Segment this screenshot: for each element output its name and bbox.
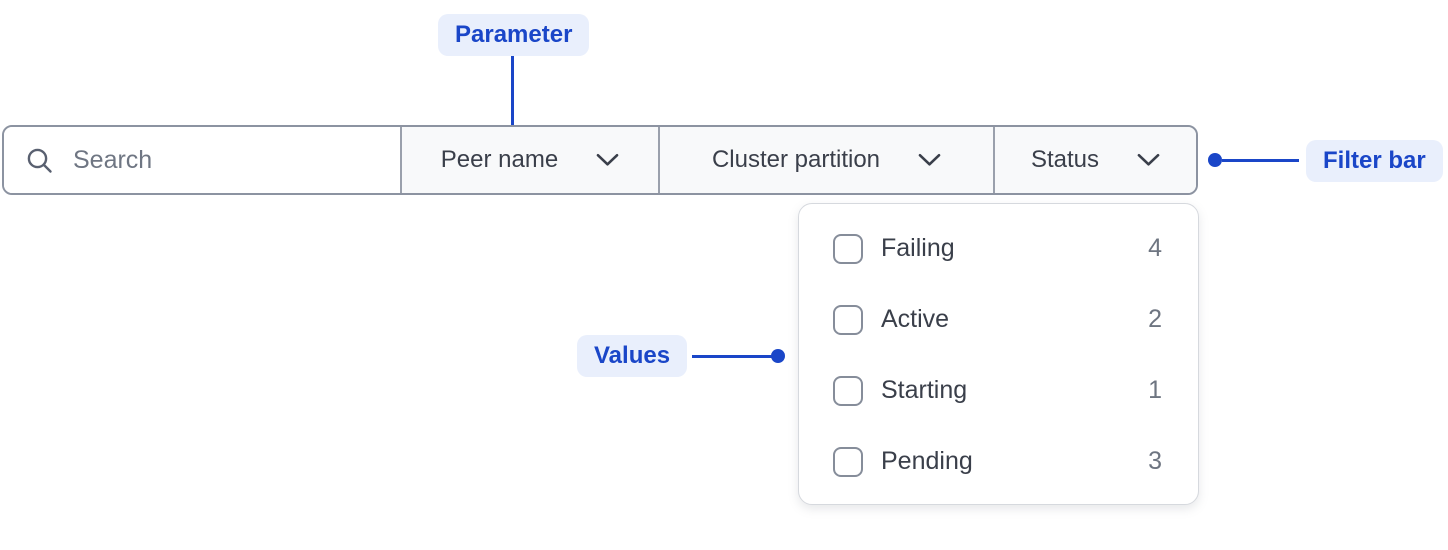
filter-bar-annotation-badge: Filter bar	[1306, 140, 1443, 182]
option-count: 1	[1148, 376, 1162, 404]
option-count: 4	[1148, 234, 1162, 262]
dropdown-option-failing[interactable]: Failing 4	[833, 213, 1162, 284]
dropdown-status-label: Status	[1030, 146, 1100, 173]
chevron-down-icon	[596, 153, 619, 166]
checkbox[interactable]	[833, 304, 863, 335]
parameter-connector-line	[511, 56, 514, 141]
values-connector-line	[692, 355, 772, 358]
option-count: 2	[1148, 305, 1162, 333]
filter-bar: Peer name Cluster partition Status	[2, 125, 1198, 195]
dropdown-peer-name[interactable]: Peer name	[400, 127, 658, 193]
chevron-down-icon	[918, 153, 941, 166]
option-label: Failing	[881, 234, 955, 262]
dropdown-peer-name-label: Peer name	[440, 146, 559, 173]
option-label: Starting	[881, 376, 968, 404]
checkbox[interactable]	[833, 375, 863, 406]
option-label: Pending	[881, 447, 973, 475]
dropdown-option-active[interactable]: Active 2	[833, 284, 1162, 355]
checkbox[interactable]	[833, 446, 863, 477]
values-annotation-badge: Values	[577, 335, 688, 377]
option-label: Active	[881, 305, 950, 333]
dropdown-status[interactable]: Status	[993, 127, 1196, 193]
filter-bar-connector-line	[1222, 159, 1299, 162]
dropdown-option-pending[interactable]: Pending 3	[833, 426, 1162, 497]
filter-bar-connector-dot	[1208, 153, 1222, 167]
search-input[interactable]	[73, 145, 373, 175]
dropdown-option-starting[interactable]: Starting 1	[833, 355, 1162, 426]
chevron-down-icon	[1137, 153, 1160, 166]
search-field[interactable]	[4, 127, 400, 193]
checkbox[interactable]	[833, 233, 863, 264]
parameter-annotation-badge: Parameter	[438, 14, 590, 56]
values-connector-dot	[771, 349, 785, 363]
dropdown-cluster-partition-label: Cluster partition	[711, 146, 881, 173]
option-count: 3	[1148, 447, 1162, 475]
dropdown-cluster-partition[interactable]: Cluster partition	[658, 127, 993, 193]
search-icon	[27, 148, 52, 173]
status-dropdown-panel: Failing 4 Active 2 Starting 1 Pending 3	[798, 203, 1199, 505]
